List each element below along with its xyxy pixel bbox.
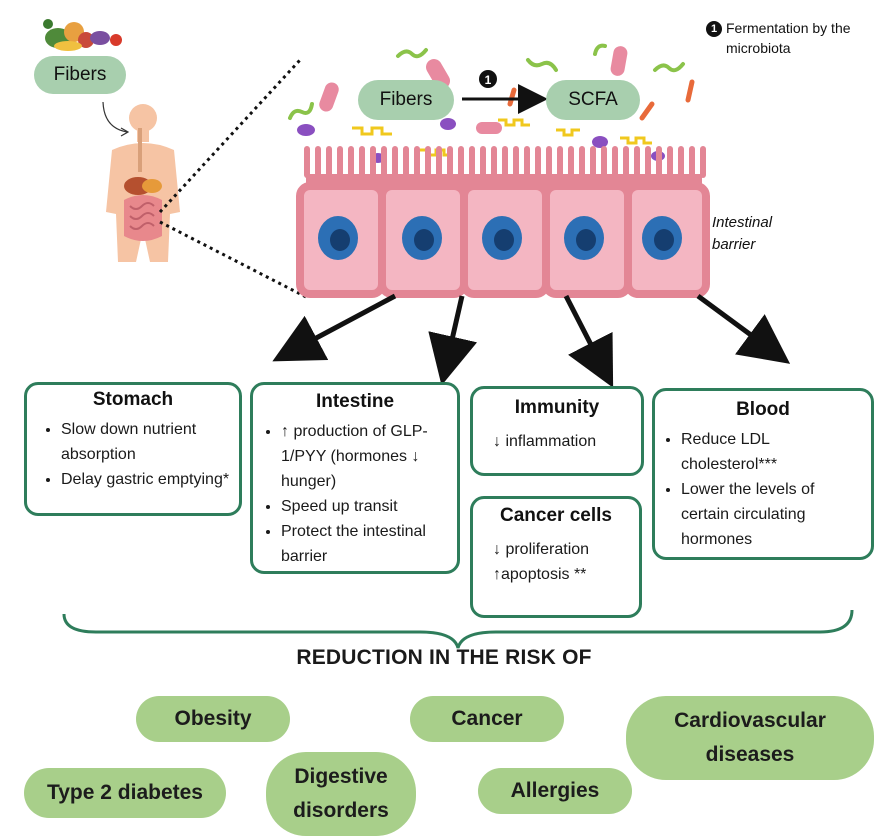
ingestion-arrow (102, 101, 128, 133)
risk-cardiovascular-line-2: diseases (705, 743, 795, 766)
microvillus (348, 146, 354, 178)
immunity-box: Immunity ↓ inflammation (470, 386, 644, 476)
barrier-label-2: barrier (712, 236, 756, 253)
stomach-title: Stomach (92, 389, 174, 410)
risk-cardiovascular-line-1: Cardiovascular (674, 709, 826, 732)
blood-box: Blood Reduce LDL cholesterol*** Lower th… (652, 388, 874, 560)
microvillus (623, 146, 629, 178)
barrier-label: Intestinal barrier (712, 212, 772, 256)
risk-cancer: Cancer (410, 696, 564, 742)
fibers-pill-gut: Fibers (358, 80, 454, 120)
grouping-brace (62, 609, 854, 649)
microvillus (436, 146, 442, 178)
immunity-title: Immunity (514, 397, 600, 418)
list-item: Delay gastric emptying* (61, 467, 239, 492)
scfa-pill: SCFA (546, 80, 640, 120)
microvillus (359, 146, 365, 178)
intestine-list: ↑ production of GLP-1/PYY (hormones ↓ hu… (253, 419, 457, 569)
cancer-cells-box: Cancer cells ↓ proliferation ↑apoptosis … (470, 496, 642, 618)
microvillus (370, 146, 376, 178)
microvillus (634, 146, 640, 178)
microvillus (601, 146, 607, 178)
arrow-to-intestine (428, 295, 478, 386)
vegetables-icon (43, 19, 122, 51)
list-item: Protect the intestinal barrier (281, 519, 451, 569)
legend-text-1: Fermentation by the (726, 20, 851, 36)
cancer-cells-line-2: ↑apoptosis ** (493, 566, 587, 583)
legend-text-2: microbiota (726, 40, 791, 56)
microvillus (700, 146, 706, 178)
microvillus (579, 146, 585, 178)
microvillus (502, 146, 508, 178)
microvillus (315, 146, 321, 178)
barrier-label-1: Intestinal (712, 214, 773, 231)
microvillus (337, 146, 343, 178)
microvillus (513, 146, 519, 178)
list-item: ↑ production of GLP-1/PYY (hormones ↓ hu… (281, 419, 451, 494)
risk-cardiovascular: Cardiovascular diseases (626, 696, 874, 780)
microvillus (678, 146, 684, 178)
list-item: Speed up transit (281, 494, 451, 519)
microvillus (590, 146, 596, 178)
microvillus (480, 146, 486, 178)
microvillus (414, 146, 420, 178)
cancer-cells-title: Cancer cells (500, 505, 612, 526)
list-item: Slow down nutrient absorption (61, 417, 239, 467)
step-number: 1 (485, 73, 492, 87)
microvillus (612, 146, 618, 178)
microvillus (645, 146, 651, 178)
microvillus (326, 146, 332, 178)
arrow-to-stomach (272, 293, 397, 362)
fibers-pill-intake: Fibers (34, 56, 126, 94)
microvilli (304, 146, 706, 178)
step-badge (479, 70, 497, 88)
list-item: Lower the levels of certain circulating … (681, 477, 865, 552)
immunity-text: ↓ inflammation (493, 433, 597, 450)
microvillus (447, 146, 453, 178)
microvillus (425, 146, 431, 178)
stomach-box: Stomach Slow down nutrient absorption De… (24, 382, 242, 516)
intestine-box: Intestine ↑ production of GLP-1/PYY (hor… (250, 382, 460, 574)
blood-list: Reduce LDL cholesterol*** Lower the leve… (655, 427, 871, 552)
arrow-to-blood (696, 293, 791, 364)
microvillus (469, 146, 475, 178)
microvillus (557, 146, 563, 178)
risk-digestive-line-2: disorders (293, 799, 389, 822)
risk-type2-diabetes: Type 2 diabetes (24, 768, 226, 818)
risk-obesity: Obesity (136, 696, 290, 742)
blood-title: Blood (736, 399, 790, 420)
microvillus (524, 146, 530, 178)
microvillus (568, 146, 574, 178)
microvillus (304, 146, 310, 178)
zoom-line-top (158, 58, 302, 214)
microvillus (381, 146, 387, 178)
microvillus (546, 146, 552, 178)
stomach-list: Slow down nutrient absorption Delay gast… (27, 417, 239, 492)
risk-digestive-disorders: Digestive disorders (266, 752, 416, 836)
intestine-title: Intestine (315, 391, 395, 412)
microvillus (656, 146, 662, 178)
human-digestive-icon (106, 104, 180, 262)
risk-digestive-line-1: Digestive (294, 765, 388, 788)
intestinal-barrier-cells (296, 174, 710, 298)
microvillus (667, 146, 673, 178)
list-item: Reduce LDL cholesterol*** (681, 427, 865, 477)
microvillus (392, 146, 398, 178)
legend-badge: 1 (706, 21, 722, 38)
microvillus (535, 146, 541, 178)
cancer-cells-line-1: ↓ proliferation (493, 541, 590, 558)
microvillus (689, 146, 695, 178)
risk-allergies: Allergies (478, 768, 632, 814)
arrow-to-immunity (563, 294, 614, 388)
microvillus (403, 146, 409, 178)
microvillus (491, 146, 497, 178)
bacteria-icon (288, 43, 695, 163)
zoom-line-bottom (159, 220, 309, 300)
reduction-title: REDUCTION IN THE RISK OF (296, 646, 592, 669)
microvillus (458, 146, 464, 178)
